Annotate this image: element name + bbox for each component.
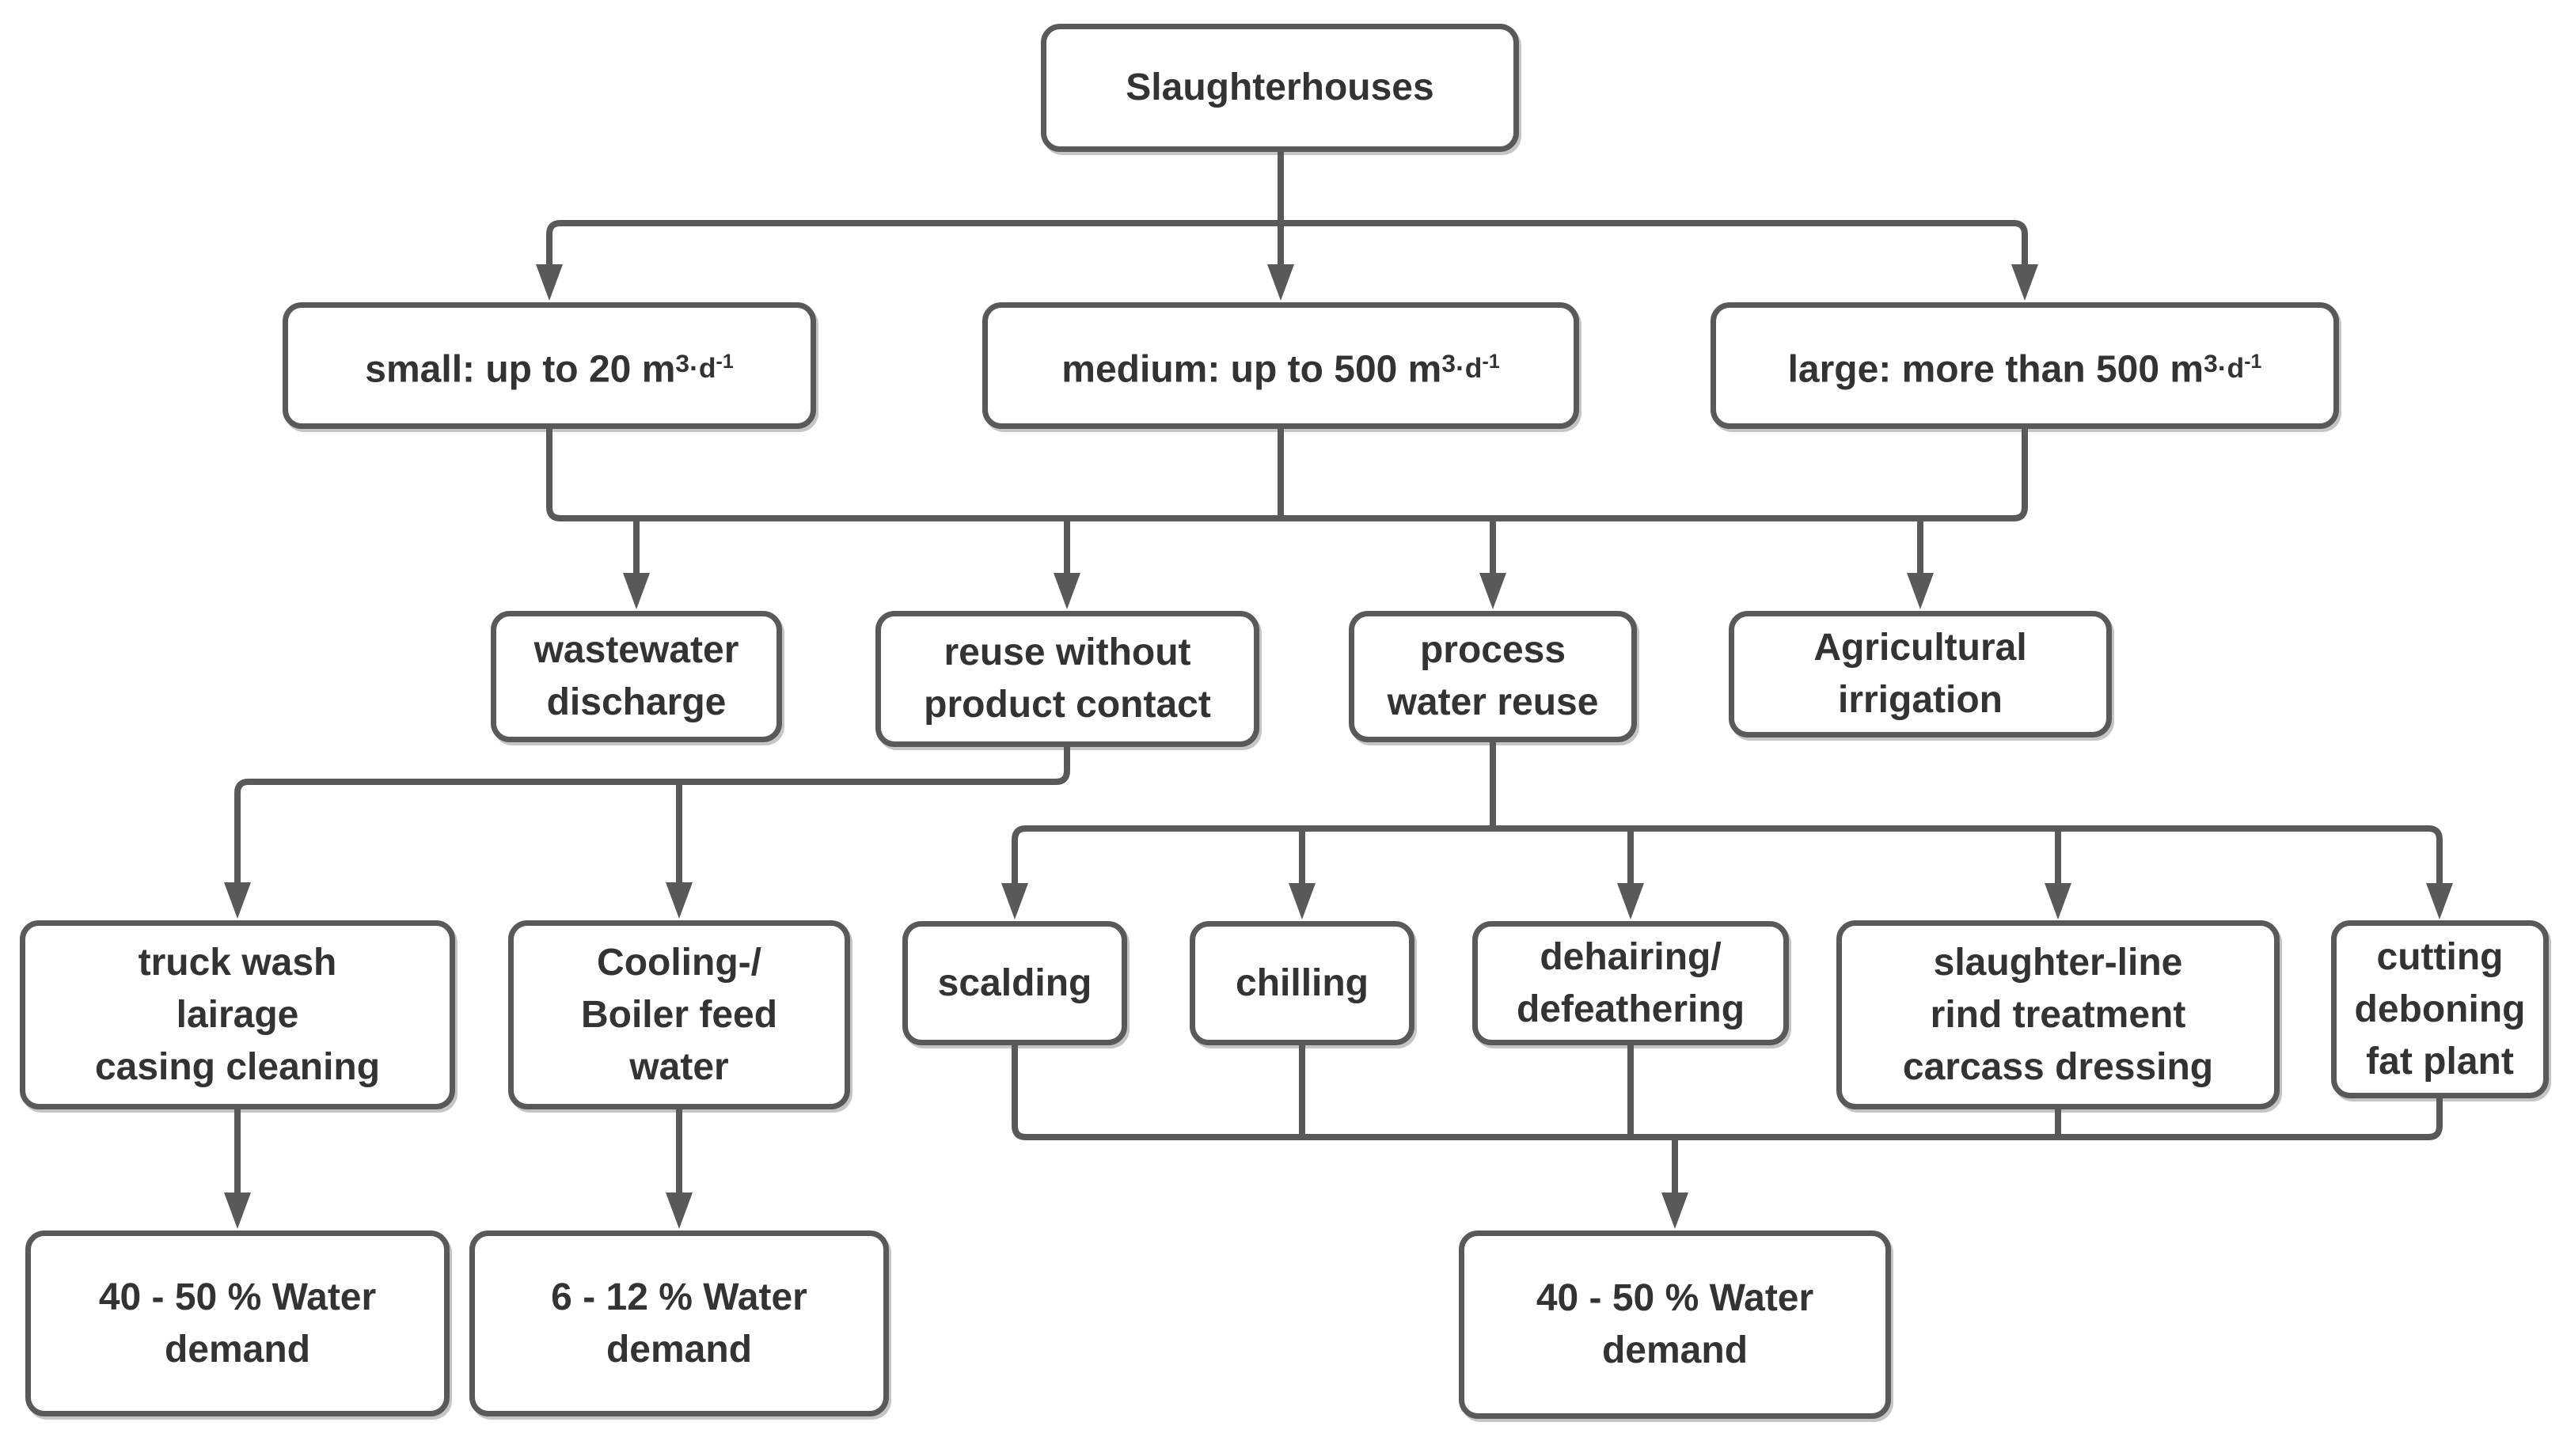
node-label-line: chilling: [1236, 961, 1369, 1004]
node-large: large: more than 500 m3·d-1: [1711, 302, 2339, 429]
node-water-demand-6-12: 6 - 12 % Water demand: [469, 1230, 889, 1416]
edge-reuse-truckwash: [234, 747, 1070, 892]
node-label-line: product contact: [924, 684, 1211, 726]
arrowhead: [1267, 264, 1294, 301]
node-label-line: wastewater: [533, 629, 739, 671]
edge-bus-level2: [546, 220, 2028, 274]
arrowhead: [1479, 573, 1506, 609]
node-label-line: Agricultural: [1813, 627, 2027, 669]
node-scalding: scalding: [902, 921, 1127, 1045]
arrowhead: [224, 1192, 251, 1229]
node-label-line: defeathering: [1516, 988, 1745, 1030]
node-label-line: cutting: [2376, 935, 2504, 978]
arrowhead: [1001, 883, 1028, 919]
arrowhead: [666, 1192, 693, 1229]
node-label-line: irrigation: [1837, 679, 2003, 721]
node-label-line: water: [629, 1045, 729, 1088]
superscript: 3: [2204, 348, 2218, 377]
superscript: 3: [675, 348, 689, 377]
arrowhead: [536, 264, 563, 301]
node-label-line: rind treatment: [1930, 993, 2186, 1036]
node-water-demand-40-50-right: 40 - 50 % Water demand: [1459, 1230, 1891, 1419]
node-chilling: chilling: [1190, 921, 1414, 1045]
node-label-line: discharge: [546, 681, 727, 723]
arrowhead: [1907, 573, 1934, 609]
edge-arrowheads: [224, 264, 2453, 1229]
superscript: 3: [1441, 348, 1456, 377]
node-agricultural-irrigation: Agricultural irrigation: [1729, 611, 2112, 737]
arrowhead: [623, 573, 650, 609]
node-cutting-deboning-fat-plant: cutting deboning fat plant: [2331, 920, 2549, 1098]
arrowhead: [666, 882, 693, 919]
node-label-line: dehairing/: [1540, 935, 1722, 978]
node-label-line: Cooling-/: [597, 941, 761, 984]
node-small: small: up to 20 m3·d-1: [283, 302, 816, 429]
node-label-line: Slaughterhouses: [1126, 66, 1434, 108]
node-label-line: large: more than 500 m3·d-1: [1787, 348, 2262, 391]
superscript: -1: [716, 350, 734, 373]
edge-paths: [234, 152, 2443, 1202]
node-water-demand-40-50-left: 40 - 50 % Water demand: [25, 1230, 450, 1416]
arrowhead: [1617, 883, 1644, 919]
node-label-line: demand: [1601, 1329, 1749, 1371]
node-label-line: water reuse: [1387, 681, 1599, 723]
node-dehairing-defeathering: dehairing/ defeathering: [1472, 921, 1789, 1045]
node-label-line: truck wash: [138, 941, 337, 984]
node-label-line: reuse without: [944, 631, 1191, 673]
node-label-line: fat plant: [2366, 1040, 2514, 1083]
node-label-line: small: up to 20 m3·d-1: [365, 348, 734, 391]
arrowhead: [1289, 883, 1316, 919]
node-cooling-boiler-feed-water: Cooling-/ Boiler feed water: [508, 920, 850, 1109]
arrowhead: [2426, 883, 2453, 919]
edge-merge-bus: [1012, 1045, 2443, 1140]
unit-label: ·d: [2217, 351, 2245, 384]
superscript: -1: [2244, 350, 2262, 373]
unit-label: ·d: [689, 351, 716, 384]
node-process-water-reuse: process water reuse: [1349, 611, 1637, 742]
node-label-line: scalding: [937, 961, 1092, 1004]
arrowhead: [2045, 883, 2071, 919]
arrowhead: [1661, 1192, 1688, 1229]
node-wastewater-discharge: wastewater discharge: [491, 611, 782, 742]
node-label-line: demand: [164, 1328, 311, 1371]
node-label-line: 6 - 12 % Water: [551, 1276, 807, 1318]
arrowhead: [2011, 264, 2038, 301]
node-label-line: carcass dressing: [1902, 1045, 2214, 1088]
node-slaughter-line-rind-treatment-carcass-dressing: slaughter-line rind treatment carcass dr…: [1836, 920, 2280, 1109]
arrowhead: [224, 882, 251, 919]
node-label-line: demand: [606, 1328, 753, 1371]
node-label-line: deboning: [2354, 988, 2526, 1030]
node-label-line: 40 - 50 % Water: [1536, 1277, 1814, 1319]
node-label-line: casing cleaning: [94, 1045, 381, 1088]
node-label-line: process: [1419, 629, 1566, 671]
arrowhead: [1054, 573, 1080, 609]
node-reuse-without-product-contact: reuse without product contact: [875, 611, 1259, 747]
edge-bus-level3: [546, 429, 2028, 521]
node-label-line: slaughter-line: [1933, 941, 2183, 984]
unit-label: ·d: [1455, 351, 1483, 384]
node-medium: medium: up to 500 m3·d-1: [982, 302, 1579, 429]
node-label-line: Boiler feed: [580, 993, 778, 1036]
node-label-line: medium: up to 500 m3·d-1: [1061, 348, 1500, 391]
node-truck-wash-lairage-casing-cleaning: truck wash lairage casing cleaning: [20, 920, 455, 1109]
superscript: -1: [1482, 350, 1500, 373]
node-label-line: 40 - 50 % Water: [98, 1276, 377, 1318]
edge-bus-level4: [1012, 825, 2443, 893]
node-label-line: lairage: [176, 993, 299, 1036]
node-slaughterhouses: Slaughterhouses: [1041, 24, 1519, 152]
